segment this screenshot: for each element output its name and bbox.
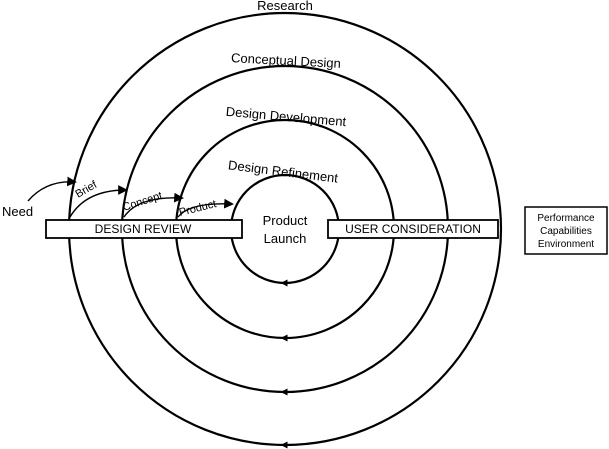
product-label: Product (178, 198, 218, 219)
ring-label-conceptual-design: Conceptual Design (231, 50, 341, 71)
user-consideration-label: USER CONSIDERATION (345, 222, 481, 236)
design-review-label: DESIGN REVIEW (95, 222, 192, 236)
user-consideration-bar (327, 219, 499, 239)
product-launch-line2: Launch (264, 231, 307, 246)
concept-arrow (123, 192, 184, 218)
factors-box (524, 206, 608, 255)
design-refinement-ring (229, 173, 341, 285)
product-arrow (177, 198, 234, 218)
ring-label-research: Research (257, 0, 313, 13)
factor-capabilities: Capabilities (540, 226, 592, 237)
need-arrow (27, 176, 77, 202)
need-label: Need (2, 204, 33, 219)
design-review-bar (45, 219, 243, 239)
product-launch-line1: Product (263, 213, 308, 228)
ring-label-design-development: Design Development (225, 104, 347, 129)
concept-label: Concept (121, 190, 164, 214)
brief-label: Brief (74, 178, 100, 200)
ring-label-design-refinement: Design Refinement (227, 157, 339, 185)
factor-environment: Environment (538, 239, 594, 250)
factor-performance: Performance (537, 213, 595, 224)
brief-arrow (69, 185, 128, 218)
